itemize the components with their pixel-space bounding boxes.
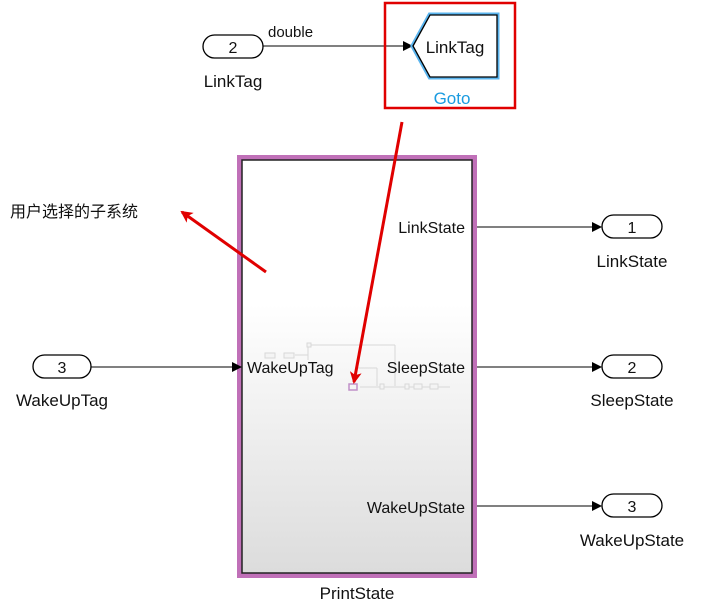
outport-wakeupstate-shape[interactable]: [601, 493, 663, 518]
goto-block-name: Goto: [434, 89, 471, 108]
inport-wakeuptag-number: 3: [58, 360, 67, 377]
goto-highlight-box: [383, 1, 517, 110]
goto-block-thumbnail: [348, 383, 358, 391]
subsystem-printstate[interactable]: WakeUpTag LinkState SleepState WakeUpSta…: [237, 155, 477, 603]
subsystem-out-port-sleepstate: SleepState: [387, 360, 465, 377]
inport-linktag-number: 2: [229, 40, 238, 57]
subsystem-out-port-wakeupstate: WakeUpState: [367, 500, 465, 517]
outport-linkstate-label: LinkState: [597, 252, 668, 271]
signal-label-double: double: [268, 24, 313, 41]
outport-wakeupstate-number: 3: [628, 499, 637, 516]
outport-linkstate-number: 1: [628, 220, 637, 237]
inport-wakeuptag-label: WakeUpTag: [16, 391, 108, 410]
annotation-text: 用户选择的子系统: [10, 202, 138, 221]
inport-wakeuptag[interactable]: 3 WakeUpTag: [16, 354, 108, 410]
outport-sleepstate-label: SleepState: [590, 391, 673, 410]
subsystem-content-preview: [264, 342, 450, 390]
goto-tag-label: LinkTag: [426, 38, 485, 57]
annotation-arrow: [180, 210, 267, 274]
outport-wakeupstate-label: WakeUpState: [580, 531, 684, 550]
inport-linktag-label: LinkTag: [204, 72, 263, 91]
outport-sleepstate[interactable]: 2 SleepState: [590, 354, 674, 410]
subsystem-out-port-linkstate: LinkState: [398, 220, 465, 237]
outport-sleepstate-shape[interactable]: [601, 354, 663, 379]
goto-block-shape[interactable]: [412, 14, 498, 78]
goto-block[interactable]: LinkTag Goto: [410, 12, 500, 108]
outport-wakeupstate[interactable]: 3 WakeUpState: [580, 493, 684, 550]
outport-linkstate-shape[interactable]: [601, 214, 663, 239]
subsystem-in-port-wakeuptag: WakeUpTag: [247, 360, 334, 377]
subsystem-name: PrintState: [320, 584, 395, 603]
outport-linkstate[interactable]: 1 LinkState: [597, 214, 668, 271]
inport-linktag[interactable]: 2 LinkTag: [202, 34, 264, 91]
goto-location-arrow: [349, 121, 404, 384]
outport-sleepstate-number: 2: [628, 360, 637, 377]
